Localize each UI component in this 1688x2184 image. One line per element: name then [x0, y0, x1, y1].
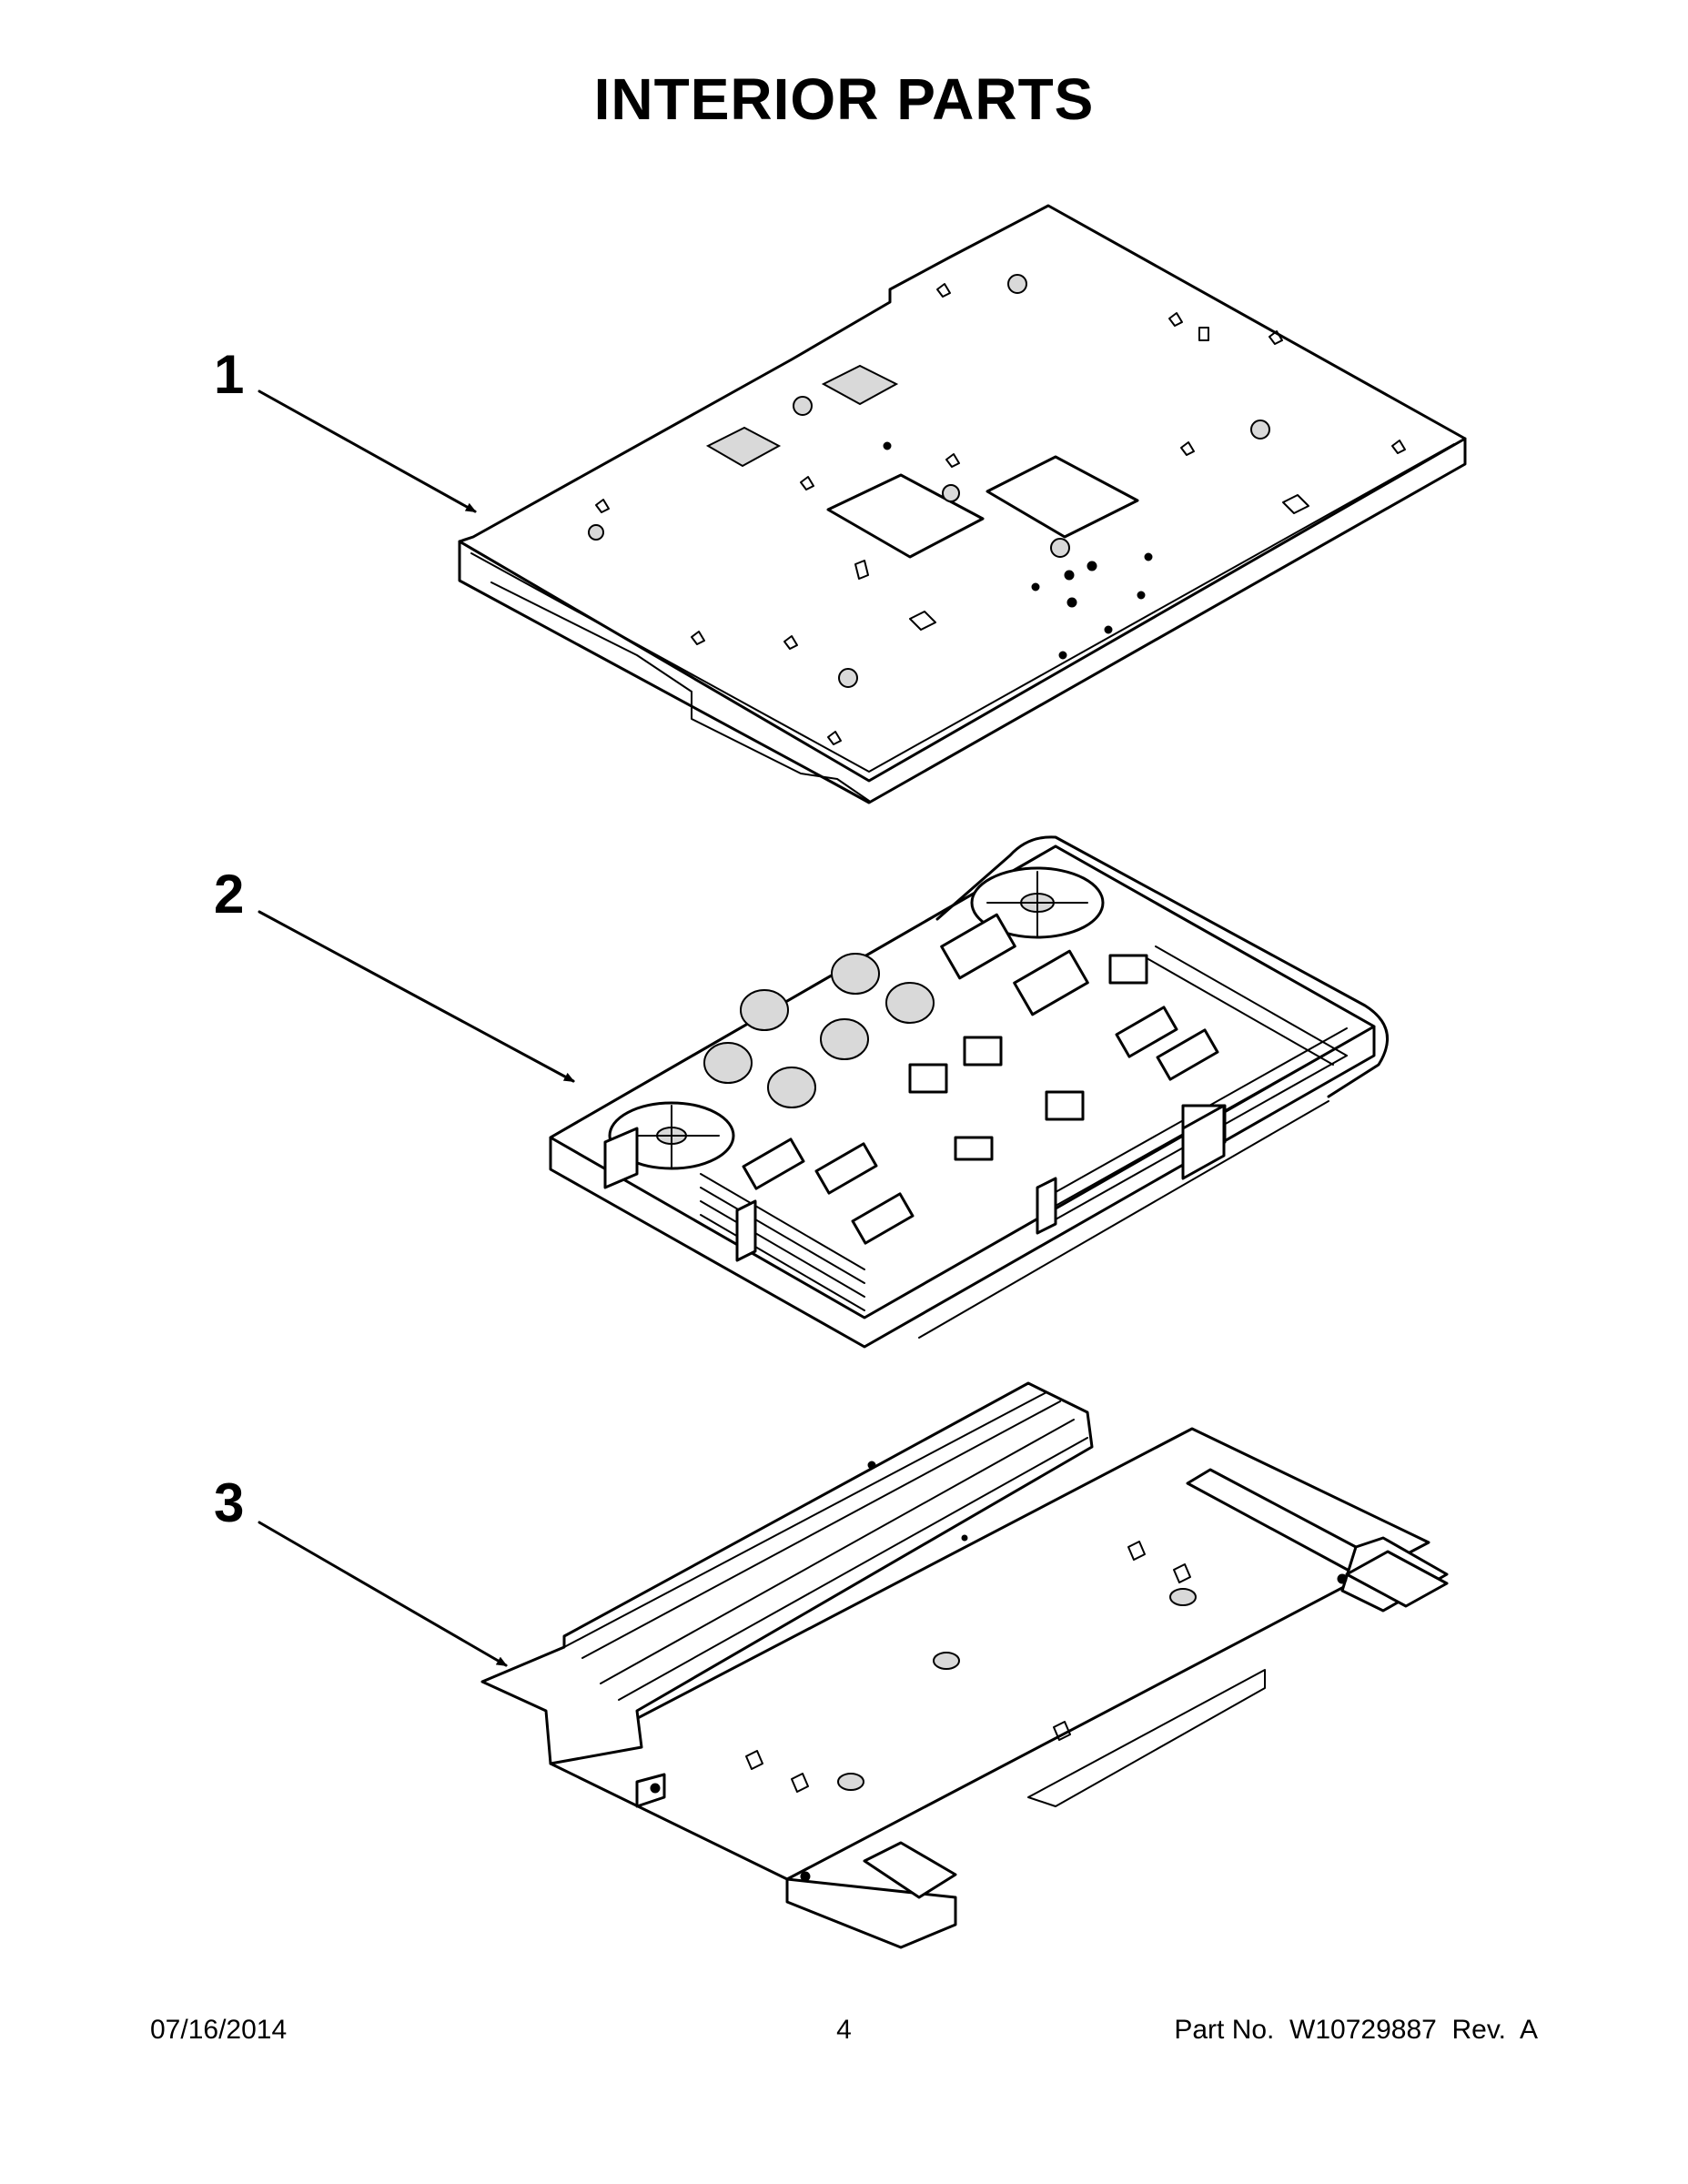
footer-date: 07/16/2014 — [150, 2015, 288, 2045]
part-2-electronic-assembly — [549, 835, 1390, 1349]
page-title: INTERIOR PARTS — [593, 66, 1095, 132]
callout-arrow-2 — [258, 910, 575, 1083]
callout-number-1: 1 — [214, 344, 244, 405]
callout-1: 1 — [214, 344, 477, 513]
footer-part-number: Part No. W10729887 Rev. A — [1174, 2015, 1538, 2045]
bracket-holes — [650, 1461, 1348, 1882]
toroid-inductors — [703, 953, 935, 1108]
callout-number-2: 2 — [214, 864, 244, 925]
callout-number-3: 3 — [214, 1472, 244, 1533]
part-1-top-plate — [458, 204, 1467, 804]
part-3-bottom-bracket — [480, 1381, 1449, 1949]
callout-arrow-3 — [258, 1521, 508, 1667]
footer-page-number: 4 — [836, 2015, 852, 2045]
induction-coils — [608, 866, 1105, 1170]
top-plate-holes — [588, 274, 1270, 688]
callout-2: 2 — [214, 864, 575, 1083]
callout-arrow-1 — [258, 389, 477, 513]
callout-3: 3 — [214, 1472, 508, 1667]
